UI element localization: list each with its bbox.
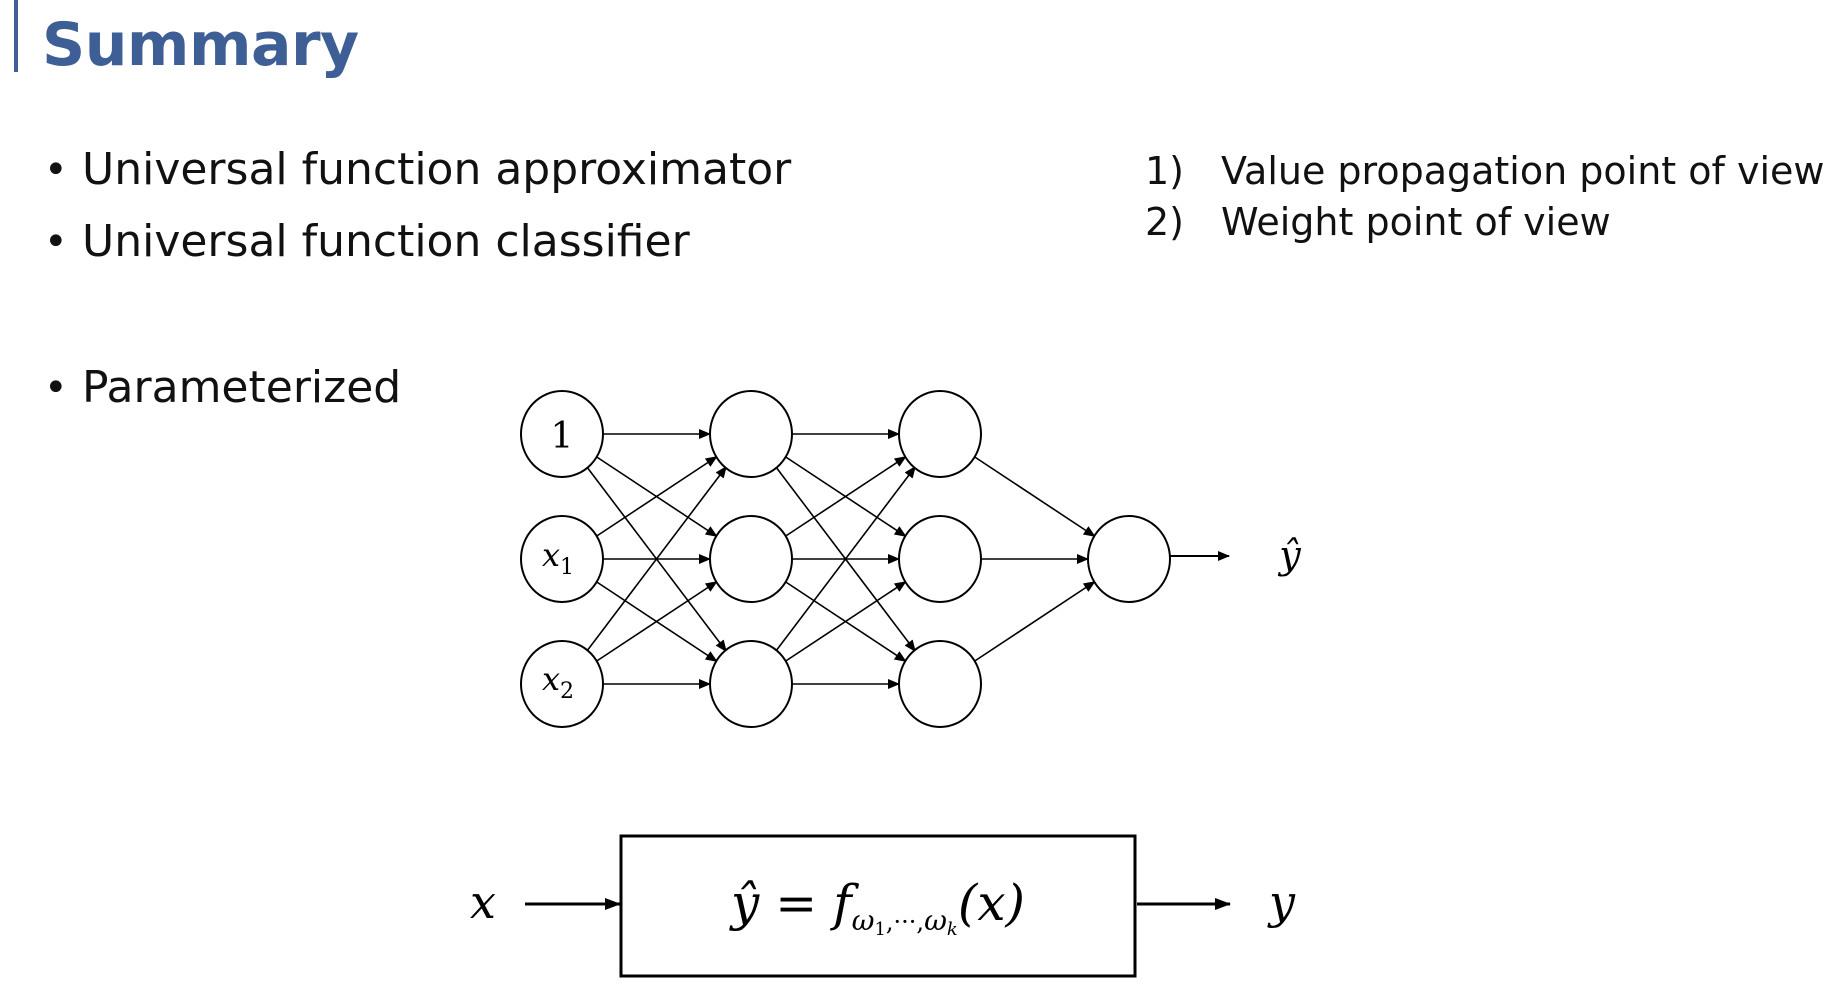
hidden-node-l1-0 (709, 390, 793, 478)
parameterized-bullet-list: Parameterized (44, 358, 401, 418)
input-node-label-x1: x1 (542, 536, 574, 580)
edge-l1-n1-to-n0 (784, 455, 907, 538)
input-node-label-x2: x2 (542, 660, 574, 704)
hidden-node-l1-1 (709, 515, 793, 603)
formula-yhat: ŷ (729, 874, 760, 932)
edge-l2-n2-to-n0 (973, 580, 1096, 663)
function-box (619, 834, 1137, 978)
edge-l0-n1-to-n0 (595, 455, 718, 538)
input-node-var: x (542, 660, 560, 698)
bullet-classifier: Universal function classifier (44, 212, 791, 284)
formula-sub-sep: ,···, (886, 908, 924, 936)
title-accent-bar (14, 0, 18, 72)
viewpoint-item-2: 2) Weight point of view (1145, 197, 1824, 248)
input-node-subscript: 1 (560, 555, 574, 580)
network-nodes (520, 390, 1171, 728)
capability-bullets: Universal function approximator Universa… (44, 140, 791, 284)
viewpoint-item-1: 1) Value propagation point of view (1145, 146, 1824, 197)
viewpoint-text: Value propagation point of view (1221, 149, 1825, 193)
input-node-label-bias: 1 (551, 416, 574, 457)
input-node-subscript: 2 (560, 679, 574, 704)
viewpoint-list: 1) Value propagation point of view 2) Weig… (1145, 146, 1824, 248)
formula-sub-index-end: k (947, 919, 958, 940)
function-formula: ŷ=fω1,···,ωk(x) (729, 874, 1025, 940)
edge-l1-n2-to-n1 (784, 580, 907, 663)
hidden-node-l2-0 (898, 390, 982, 478)
network-edges (586, 429, 1096, 689)
bullet-parameterized: Parameterized (44, 358, 401, 418)
formula-equals: = (775, 874, 817, 932)
bullet-approximator: Universal function approximator (44, 140, 791, 212)
edge-l2-n0-to-n0 (973, 455, 1096, 538)
viewpoint-text: Weight point of view (1221, 200, 1611, 244)
hidden-node-l2-1 (898, 515, 982, 603)
input-node-1 (520, 515, 604, 603)
edge-l0-n2-to-n1 (595, 580, 718, 663)
hidden-node-l2-2 (898, 640, 982, 728)
block-input-label: x (470, 875, 496, 929)
input-node-2 (520, 640, 604, 728)
formula-sub-omega-end: ω (924, 904, 947, 937)
slide-title: Summary (42, 10, 359, 80)
formula-arg: (x) (958, 874, 1025, 932)
formula-sub-omega-start: ω (852, 904, 875, 937)
input-node-var: x (542, 536, 560, 574)
output-node (1087, 515, 1171, 603)
edge-l0-n2-to-n0 (586, 465, 727, 652)
edge-l1-n2-to-n0 (775, 465, 916, 652)
viewpoint-number: 1) (1145, 149, 1185, 193)
block-output-label: y (1267, 875, 1296, 929)
network-output-label: ŷ (1277, 533, 1301, 577)
hidden-node-l1-2 (709, 640, 793, 728)
viewpoint-number: 2) (1145, 200, 1185, 244)
input-node-0 (520, 390, 604, 478)
formula-sub-index-start: 1 (874, 919, 885, 940)
